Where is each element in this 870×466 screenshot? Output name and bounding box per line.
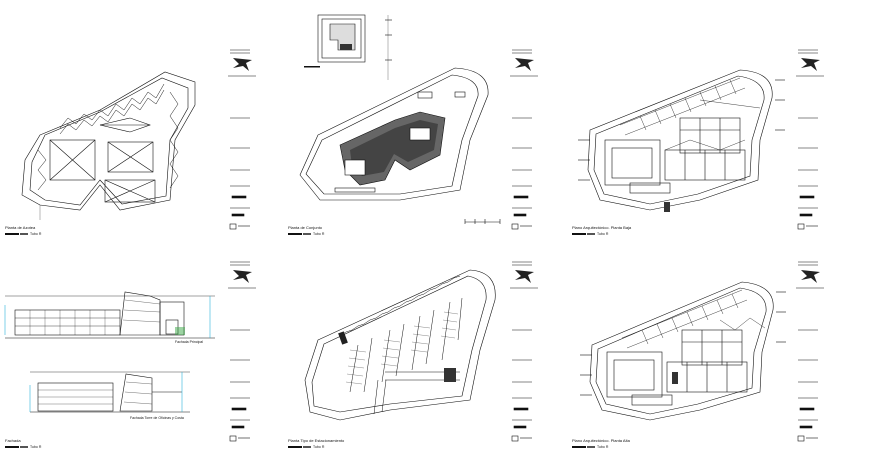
scale-bar xyxy=(572,446,586,448)
title-block-4 xyxy=(228,261,256,442)
parking-plan-drawing xyxy=(304,269,496,421)
scale-bar xyxy=(587,446,595,448)
upper-floor-plan-drawing xyxy=(580,281,786,421)
title-block-5 xyxy=(510,261,538,442)
title-block-2 xyxy=(510,49,538,230)
scale-bar xyxy=(303,233,311,235)
scale-bar xyxy=(572,233,586,235)
scale-note: Tubo R xyxy=(30,232,42,236)
scale-note: Tubo R xyxy=(313,445,325,449)
elevation-label-torre: Fachada Torre de Oficinas y Costa xyxy=(130,416,184,420)
scale-note: Tubo R xyxy=(597,232,609,236)
scale-bar xyxy=(5,446,19,448)
sheet-caption-roof: Planta de Azotea xyxy=(5,225,36,230)
sheet-caption-upper-floor: Plano Arquitectónico. Planta Alta xyxy=(572,438,630,443)
site-plan-drawing xyxy=(299,14,501,224)
title-block-1 xyxy=(228,49,256,230)
scale-bar xyxy=(288,446,302,448)
scale-bar xyxy=(303,446,311,448)
sheet-caption-facade: Fachada xyxy=(5,438,21,443)
elevation-label-principal: Fachada Principal xyxy=(175,340,204,344)
scale-bar xyxy=(20,233,28,235)
scale-bar xyxy=(587,233,595,235)
sheet-caption-site: Planta de Conjunto xyxy=(288,225,323,230)
scale-bar xyxy=(20,446,28,448)
scale-note: Tubo R xyxy=(597,445,609,449)
elevations-drawing xyxy=(4,291,215,413)
scale-bar xyxy=(288,233,302,235)
scale-bar xyxy=(5,233,19,235)
title-block-6 xyxy=(796,261,824,442)
roof-plan-drawing xyxy=(21,71,196,220)
sheet-caption-ground-floor: Plano Arquitectónico. Planta Baja xyxy=(572,225,632,230)
scale-note: Tubo R xyxy=(313,232,325,236)
title-block-3 xyxy=(796,49,824,230)
scale-note: Tubo R xyxy=(30,445,42,449)
sheet-caption-parking: Planta Tipo de Estacionamiento xyxy=(288,438,345,443)
ground-floor-plan-drawing xyxy=(578,69,785,212)
